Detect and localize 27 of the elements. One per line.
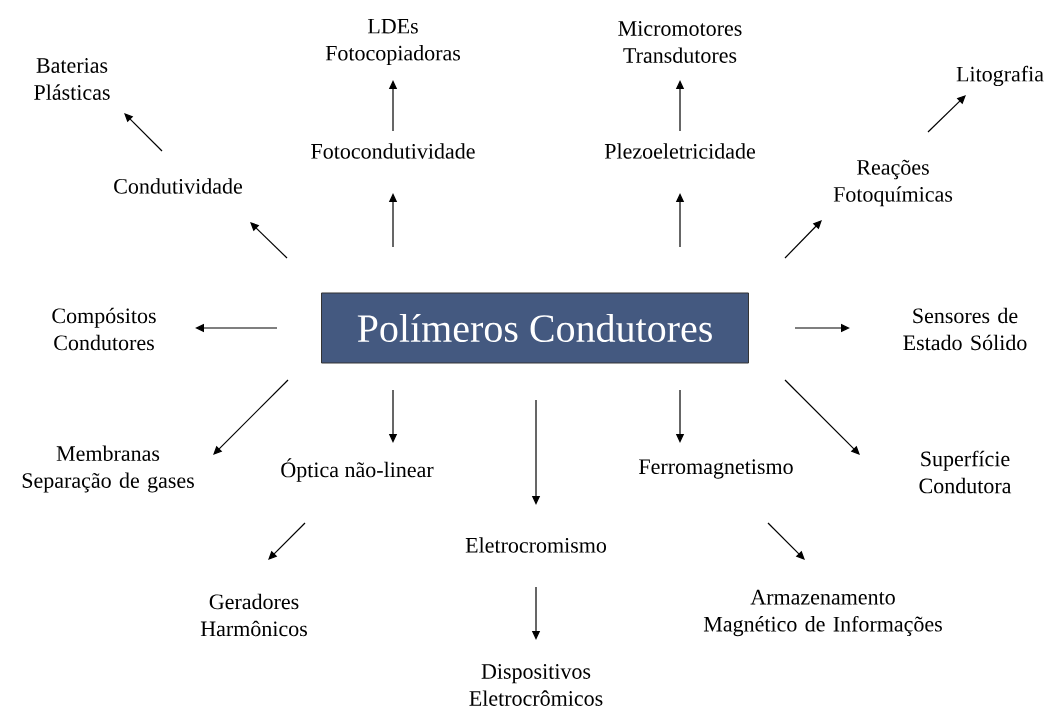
arrow — [268, 522, 306, 560]
topic-label: Condutividade — [114, 178, 243, 194]
topic-label: Ferromagnetismo — [639, 459, 793, 479]
arrow — [213, 379, 289, 455]
topic-label: Superfície Condutora — [919, 450, 1012, 494]
topic-label: Fotocondutividade — [311, 143, 475, 159]
topic-label: Armazenamento Magnético de Informações — [703, 589, 942, 637]
topic-label: Baterias Plásticas — [34, 58, 110, 100]
arrow — [784, 220, 822, 259]
topic-label: LDEs Fotocopiadoras — [325, 18, 461, 66]
arrow — [250, 222, 288, 259]
topic-label: Geradores Harmônicos — [200, 593, 307, 637]
arrow — [927, 95, 966, 133]
topic-label: Membranas Separação de gases — [22, 445, 194, 493]
topic-label: Litografia — [956, 65, 1044, 87]
arrow — [124, 113, 163, 152]
topic-label: Eletrocromismo — [465, 537, 607, 553]
topic-label: Plezoeletricidade — [604, 143, 755, 159]
topic-label: Dispositivos Eletrocrômicos — [469, 664, 603, 706]
topic-label: Compósitos Condutores — [52, 307, 156, 351]
arrow — [767, 522, 805, 560]
topic-label: Sensores de Estado Sólido — [903, 307, 1027, 351]
topic-label: Reações Fotoquímicas — [833, 159, 953, 207]
title-box: Polímeros Condutores — [321, 292, 749, 364]
topic-label: Micromotores Transdutores — [618, 21, 742, 63]
topic-label: Óptica não-linear — [281, 458, 434, 482]
arrow — [784, 379, 860, 455]
